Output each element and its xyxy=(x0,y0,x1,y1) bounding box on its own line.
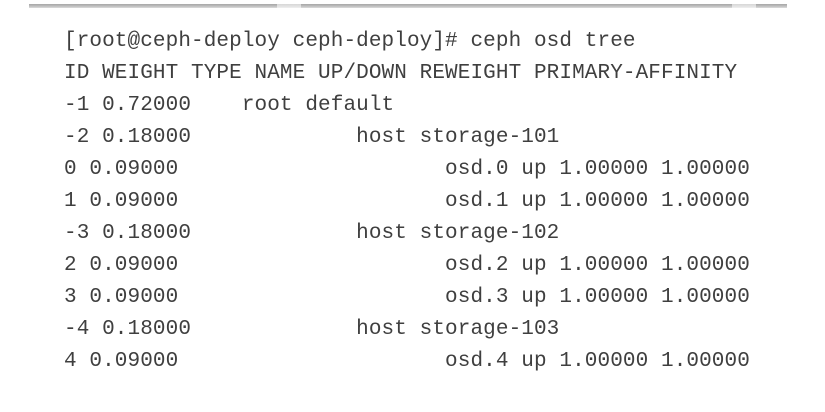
osd-tree-row: 0 0.09000 osd.0 up 1.00000 1.00000 xyxy=(64,158,750,181)
osd-tree-row: 1 0.09000 osd.1 up 1.00000 1.00000 xyxy=(64,190,750,213)
top-divider-bar xyxy=(29,4,787,8)
osd-tree-header: ID WEIGHT TYPE NAME UP/DOWN REWEIGHT PRI… xyxy=(64,62,738,85)
bar-light-patch xyxy=(732,4,756,8)
osd-tree-row: -3 0.18000 host storage-102 xyxy=(64,222,560,245)
osd-tree-row: -2 0.18000 host storage-101 xyxy=(64,126,560,149)
osd-tree-row: -4 0.18000 host storage-103 xyxy=(64,318,560,341)
terminal-output: [root@ceph-deploy ceph-deploy]# ceph osd… xyxy=(64,26,750,378)
osd-tree-row: 3 0.09000 osd.3 up 1.00000 1.00000 xyxy=(64,286,750,309)
bar-light-patch xyxy=(277,4,301,8)
shell-prompt-line: [root@ceph-deploy ceph-deploy]# ceph osd… xyxy=(64,30,636,53)
osd-tree-row: 4 0.09000 osd.4 up 1.00000 1.00000 xyxy=(64,350,750,373)
osd-tree-row: -1 0.72000 root default xyxy=(64,94,395,117)
osd-tree-row: 2 0.09000 osd.2 up 1.00000 1.00000 xyxy=(64,254,750,277)
